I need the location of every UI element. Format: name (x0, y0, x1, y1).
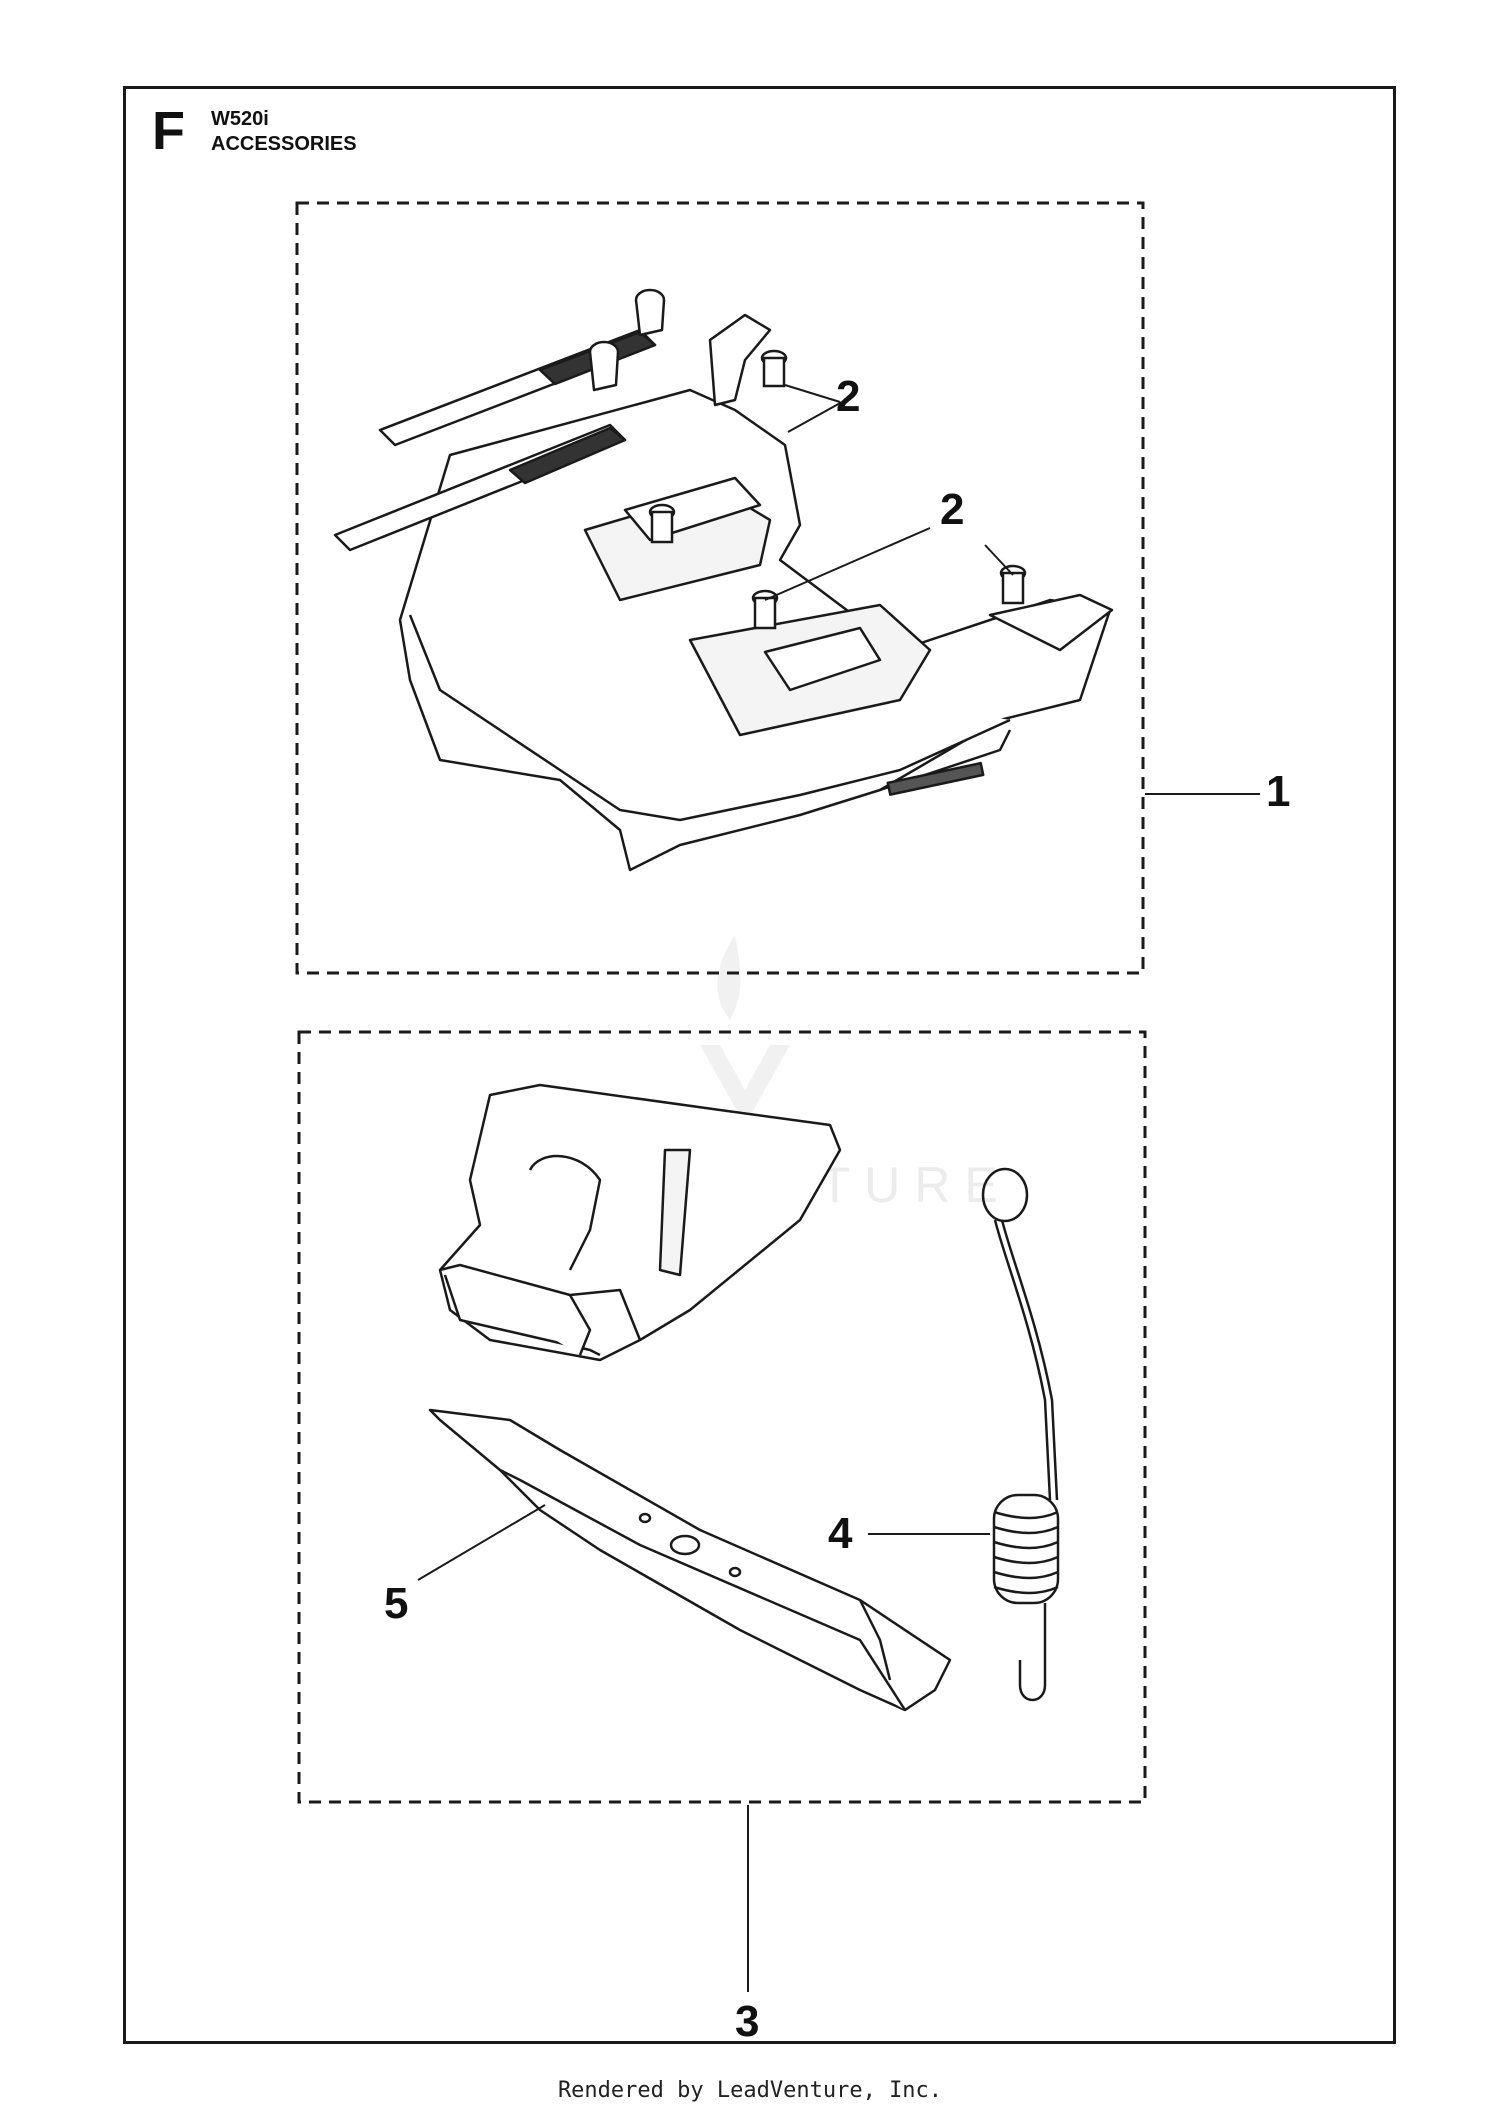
mulch-plug (438, 1083, 842, 1362)
screw-icon (648, 349, 1027, 630)
page-title: ACCESSORIES (211, 133, 357, 155)
leadventure-watermark-logo (700, 935, 790, 1125)
callout-4: 4 (828, 1509, 853, 1558)
callout-3: 3 (735, 1997, 760, 2046)
footer-credit: Rendered by LeadVenture, Inc. (557, 2078, 943, 2103)
group-box-kit-1 (295, 201, 1145, 975)
callout-5: 5 (384, 1579, 409, 1628)
callout-leaders (417, 384, 1260, 1992)
weight-base-plate (398, 313, 1114, 872)
model-number: W520i (211, 108, 269, 130)
velcro-straps (333, 288, 666, 552)
spring-part (981, 1167, 1060, 1702)
callout-2-second: 2 (940, 485, 965, 534)
callout-1: 1 (1266, 767, 1291, 816)
mower-blade (428, 1408, 952, 1712)
callout-2: 2 (836, 372, 861, 421)
section-letter: F (152, 101, 185, 161)
diagram-frame (123, 86, 1396, 2044)
group-box-kit-3 (297, 1030, 1147, 1804)
